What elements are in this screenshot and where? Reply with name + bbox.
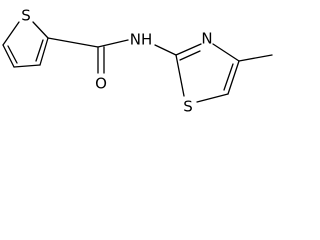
bond-c5-c4-thiophene [2,44,15,68]
bond-nh-thiazole [154,44,177,56]
bond-c2-n-thiazole-inner [179,50,201,61]
molecule-structure-diagram: S O NH N S [2,7,273,116]
atom-label-nh-amide: NH [130,31,153,49]
amide-group [47,37,177,74]
atom-label-n-thiazole: N [201,30,212,48]
bond-s-c5-thiophene [2,21,20,46]
bond-methyl [238,54,273,62]
bond-c4-c5-thiazole [227,60,240,95]
thiophene-ring [2,21,49,68]
bond-c3-c2-thiophene-inner [35,39,44,62]
bond-s-c2-thiazole [175,54,185,97]
bond-carbonyl-nh [97,39,129,48]
bond-c2-n-thiazole [175,43,202,56]
atom-label-s-thiazole: S [183,98,193,116]
bond-n-c4-thiazole [212,43,240,62]
atom-label-o-carbonyl: O [95,75,107,93]
bond-c5-c4-thiophene-inner [7,45,18,64]
bond-c5-s-thiazole [196,93,229,103]
bond-c2-s-thiophene [32,21,49,39]
atom-label-s-thiophene: S [21,7,31,25]
bond-c4-c3-thiophene [13,64,41,68]
bond-c4-c5-thiazole-inner [223,63,234,91]
bond-ring-carbonyl [47,37,99,48]
thiazole-ring [175,43,240,103]
bond-c3-c2-thiophene [39,37,49,66]
